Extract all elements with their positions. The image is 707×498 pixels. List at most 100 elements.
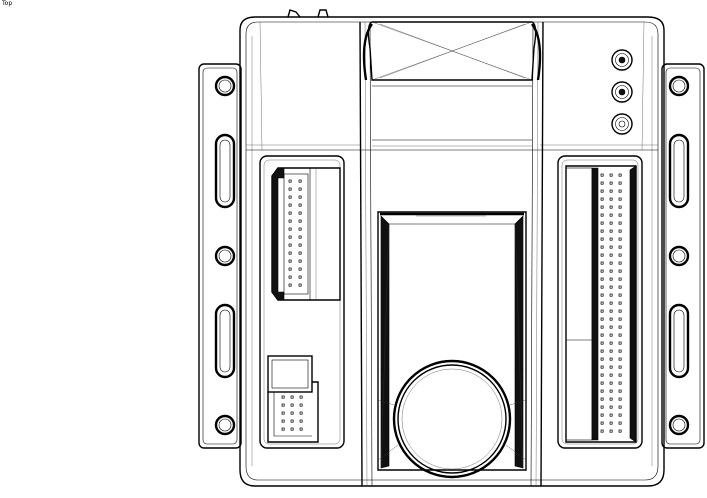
connector-pin bbox=[600, 357, 604, 361]
connector-pin bbox=[298, 251, 302, 255]
connector-pin bbox=[600, 285, 604, 289]
connector-pin bbox=[290, 419, 294, 423]
connector-pin bbox=[618, 245, 622, 249]
connector-pin bbox=[600, 397, 604, 401]
connector-pin bbox=[618, 261, 622, 265]
connector-pin bbox=[618, 285, 622, 289]
connector-pin bbox=[609, 293, 613, 297]
connector-pin bbox=[618, 301, 622, 305]
connector-pin bbox=[288, 203, 292, 207]
connector-pin bbox=[600, 245, 604, 249]
connector-pin bbox=[288, 283, 292, 287]
connector-pin bbox=[288, 179, 292, 183]
connector-pin bbox=[609, 341, 613, 345]
connector-pin bbox=[299, 411, 303, 415]
connector-pin bbox=[609, 229, 613, 233]
connector-pin bbox=[298, 203, 302, 207]
view-label: Top bbox=[2, 0, 13, 7]
connector-pin bbox=[609, 261, 613, 265]
connector-pin bbox=[618, 221, 622, 225]
left-lower-connector bbox=[267, 355, 319, 443]
connector-pin bbox=[600, 237, 604, 241]
connector-pin bbox=[299, 403, 303, 407]
connector-pin bbox=[298, 235, 302, 239]
connector-pin bbox=[609, 429, 613, 433]
connector-pin bbox=[618, 269, 622, 273]
connector-pin bbox=[600, 373, 604, 377]
connector-pin bbox=[600, 381, 604, 385]
connector-pin bbox=[600, 421, 604, 425]
connector-pin bbox=[600, 205, 604, 209]
connector-pin bbox=[299, 427, 303, 431]
connector-pin bbox=[288, 235, 292, 239]
main-housing bbox=[239, 9, 665, 487]
connector-pin bbox=[600, 221, 604, 225]
connector-pin bbox=[618, 173, 622, 177]
connector-pin bbox=[609, 189, 613, 193]
connector-pin bbox=[618, 421, 622, 425]
connector-pin bbox=[600, 333, 604, 337]
connector-pin bbox=[618, 429, 622, 433]
connector-pin bbox=[298, 243, 302, 247]
connector-pin bbox=[600, 389, 604, 393]
connector-pin bbox=[600, 173, 604, 177]
connector-pin bbox=[298, 195, 302, 199]
connector-pin bbox=[600, 189, 604, 193]
connector-pin bbox=[290, 427, 294, 431]
connector-pin bbox=[281, 395, 285, 399]
connector-pin bbox=[618, 253, 622, 257]
connector-pin bbox=[298, 275, 302, 279]
connector-pin bbox=[600, 413, 604, 417]
connector-pin bbox=[618, 341, 622, 345]
connector-pin bbox=[281, 403, 285, 407]
connector-pin bbox=[600, 309, 604, 313]
connector-pin bbox=[298, 259, 302, 263]
connector-pin bbox=[609, 237, 613, 241]
led-1 bbox=[611, 49, 633, 71]
led-3 bbox=[611, 113, 633, 135]
left-mounting-flange bbox=[198, 63, 242, 449]
connector-pin bbox=[609, 365, 613, 369]
connector-pin bbox=[288, 227, 292, 231]
connector-pin bbox=[600, 269, 604, 273]
right-mounting-flange bbox=[661, 63, 705, 449]
left-mount-hole-middle bbox=[214, 245, 236, 267]
connector-pin bbox=[609, 285, 613, 289]
connector-pin bbox=[618, 293, 622, 297]
connector-pin bbox=[618, 309, 622, 313]
connector-pin bbox=[600, 253, 604, 257]
connector-pin bbox=[618, 317, 622, 321]
connector-pin bbox=[298, 187, 302, 191]
connector-pin bbox=[618, 237, 622, 241]
connector-pin bbox=[290, 403, 294, 407]
status-leds bbox=[611, 49, 633, 135]
connector-pin bbox=[609, 197, 613, 201]
connector-pin bbox=[618, 389, 622, 393]
connector-pin bbox=[298, 227, 302, 231]
connector-pin bbox=[618, 213, 622, 217]
connector-pin bbox=[600, 229, 604, 233]
connector-pin bbox=[600, 213, 604, 217]
connector-pin bbox=[288, 211, 292, 215]
connector-pin bbox=[288, 195, 292, 199]
connector-pin bbox=[618, 373, 622, 377]
right-connector-panel bbox=[557, 155, 643, 449]
connector-pin bbox=[298, 283, 302, 287]
connector-pin bbox=[618, 229, 622, 233]
connector-pin bbox=[609, 325, 613, 329]
connector-pin bbox=[609, 389, 613, 393]
connector-pin bbox=[298, 211, 302, 215]
connector-pin bbox=[600, 197, 604, 201]
connector-pin bbox=[600, 293, 604, 297]
connector-pin bbox=[609, 373, 613, 377]
connector-pin bbox=[299, 419, 303, 423]
connector-pin bbox=[288, 259, 292, 263]
connector-pin bbox=[609, 405, 613, 409]
connector-pin bbox=[618, 181, 622, 185]
left-connector-panel bbox=[259, 155, 345, 449]
connector-pin bbox=[298, 179, 302, 183]
connector-pin bbox=[281, 411, 285, 415]
connector-pin bbox=[298, 219, 302, 223]
connector-pin bbox=[609, 253, 613, 257]
